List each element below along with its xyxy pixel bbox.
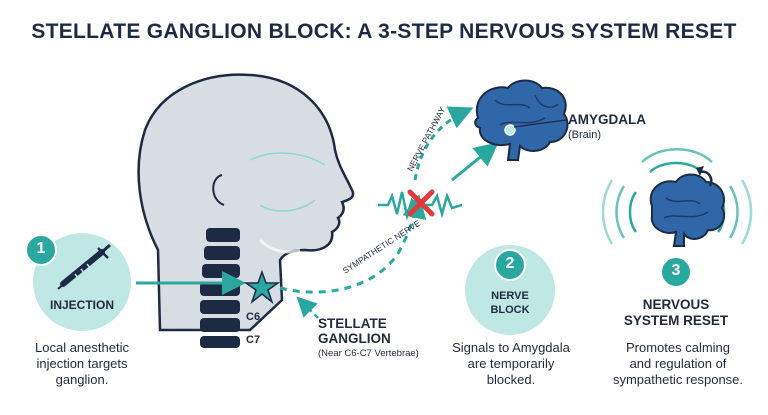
nerve-pathway-arrow: [413, 106, 474, 181]
block-x-icon: [407, 189, 435, 217]
syringe-icon: [57, 243, 111, 290]
page-title: STELLATE GANGLION BLOCK: A 3-STEP NERVOU…: [31, 20, 737, 43]
step2-caption-line: blocked.: [486, 372, 536, 387]
sympathetic-nerve-path: [279, 194, 427, 294]
c6-label: C6: [246, 311, 261, 323]
step3-number: 3: [671, 262, 681, 279]
signal-to-amygdala-arrow: [451, 142, 499, 182]
brain-reset-icon: [649, 173, 726, 247]
step1-caption-line: ganglion.: [55, 372, 109, 387]
step2-number: 2: [505, 255, 515, 272]
nerve-signal-wave: [378, 191, 463, 221]
step2-caption-line: Signals to Amygdala: [452, 340, 570, 355]
ganglion-pointer-arrow: [296, 296, 319, 319]
step2-label-line1: NERVE: [491, 290, 529, 302]
ganglion-label-line1: STELLATE: [318, 316, 387, 331]
step1-graphic: [25, 233, 131, 331]
step3-label-line1: NERVOUS: [642, 297, 710, 312]
step3-label-line2: SYSTEM RESET: [623, 313, 729, 328]
step3-graphic: [601, 148, 753, 288]
nerve-pathway-label: NERVE PATHWAY: [405, 105, 447, 173]
amygdala-label: AMYGDALA: [568, 112, 646, 127]
reset-arrow-icon: [699, 170, 713, 187]
step2-label-line2: BLOCK: [490, 304, 530, 316]
ganglion-star-icon: [243, 269, 281, 305]
ganglion-label-line2: GANGLION: [318, 331, 391, 346]
step2-graphic: [465, 245, 555, 335]
c7-label: C7: [246, 334, 261, 346]
amygdala-leader-line: [513, 119, 567, 128]
step2-caption-line: are temporarily: [467, 356, 555, 371]
brain-icon: [474, 79, 569, 161]
step3-caption-line: and regulation of: [629, 356, 727, 371]
step1-label: INJECTION: [49, 298, 114, 312]
step2-caption: Signals to Amygdala are temporarily bloc…: [436, 340, 586, 388]
step3-caption-line: Promotes calming: [625, 340, 731, 355]
brain-label: (Brain): [568, 129, 602, 141]
ganglion-note: (Near C6-C7 Vertebrae): [318, 348, 419, 359]
step1-caption: Local anesthetic injection targets gangl…: [14, 340, 150, 388]
sympathetic-nerve-label: SYMPATHETIC NERVE: [341, 218, 423, 276]
step1-caption-line: Local anesthetic: [35, 340, 129, 355]
step3-caption-line: sympathetic response.: [612, 372, 744, 387]
step1-caption-line: injection targets: [36, 356, 128, 371]
step1-number: 1: [36, 240, 46, 257]
head-silhouette: [137, 73, 355, 332]
step3-caption: Promotes calming and regulation of sympa…: [598, 340, 758, 388]
